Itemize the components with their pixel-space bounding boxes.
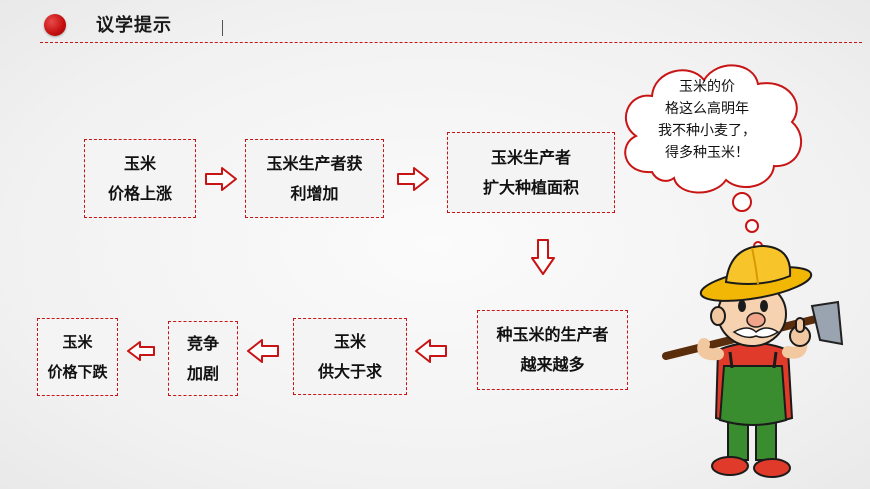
header-bullet-icon — [44, 14, 66, 36]
bubble-line: 玉米的价 — [679, 79, 735, 95]
arrow-down-icon — [531, 239, 555, 275]
flow-box-line: 扩大种植面积 — [482, 177, 579, 197]
flow-box-line: 利增加 — [290, 183, 339, 203]
arrow-left-icon — [127, 341, 155, 361]
thought-bubble-text: 玉米的价 格这么高明年 我不种小麦了， 得多种玉米！ — [632, 76, 782, 164]
flow-box-line: 玉米生产者获 — [266, 153, 363, 173]
flow-box-more-producers: 种玉米的生产者 越来越多 — [477, 310, 628, 390]
flow-box-line: 玉米生产者 — [490, 147, 571, 167]
title-divider — [222, 20, 223, 36]
bubble-line: 格这么高明年 — [665, 101, 749, 117]
flow-box-line: 竞争 — [186, 333, 219, 353]
flow-box-expand-area: 玉米生产者 扩大种植面积 — [447, 132, 615, 213]
flow-box-line: 价格上涨 — [107, 183, 172, 203]
flow-box-line: 玉米 — [62, 333, 93, 351]
flow-box-price-rise: 玉米 价格上涨 — [84, 139, 196, 218]
flow-box-line: 价格下跌 — [47, 363, 108, 381]
flow-box-line: 供大于求 — [317, 361, 382, 381]
flow-box-oversupply: 玉米 供大于求 — [293, 318, 407, 395]
flow-box-line: 种玉米的生产者 — [496, 325, 609, 344]
flow-box-profit-increase: 玉米生产者获 利增加 — [245, 139, 384, 218]
page-title: 议学提示 — [96, 15, 172, 36]
header-dashed-line — [40, 42, 862, 43]
flow-box-competition: 竞争 加剧 — [168, 321, 238, 396]
farmer-cartoon-icon — [662, 244, 844, 478]
flow-box-price-fall: 玉米 价格下跌 — [37, 318, 118, 396]
arrow-left-icon — [415, 339, 447, 363]
flow-box-line: 越来越多 — [520, 355, 585, 374]
arrow-right-icon — [205, 167, 237, 191]
bubble-line: 我不种小麦了， — [658, 123, 756, 139]
flow-box-line: 玉米 — [333, 331, 366, 351]
arrow-right-icon — [397, 167, 429, 191]
bubble-line: 得多种玉米！ — [665, 145, 749, 161]
arrow-left-icon — [247, 339, 279, 363]
flow-box-line: 加剧 — [186, 363, 219, 383]
thought-bubble-icon — [624, 64, 802, 251]
flow-box-line: 玉米 — [123, 153, 156, 173]
